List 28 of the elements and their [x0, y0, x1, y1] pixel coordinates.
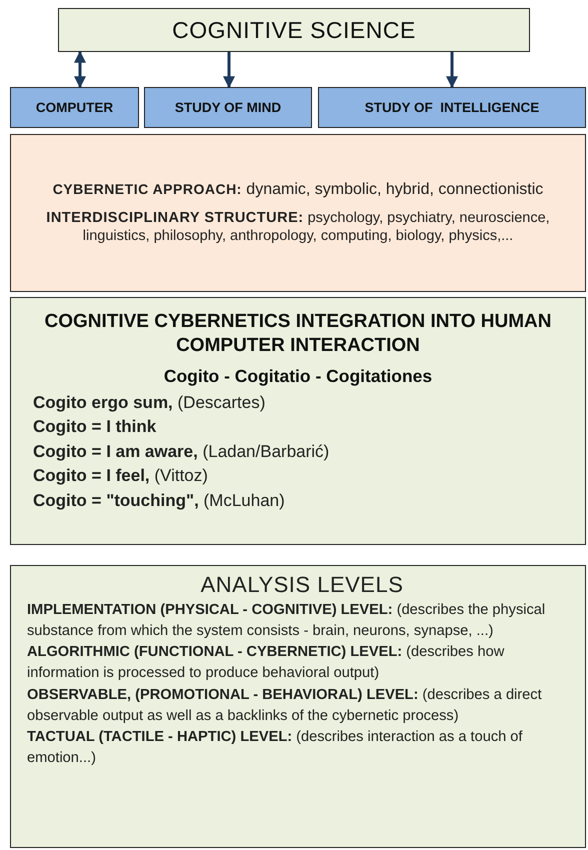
cogito-line: Cogito = "touching", (McLuhan)	[33, 490, 285, 512]
title-box	[58, 8, 530, 52]
arrow	[223, 52, 235, 88]
category-box	[318, 87, 586, 128]
arrow	[74, 50, 86, 88]
category-label: COMPUTER	[36, 100, 114, 115]
category-label: STUDY OF INTELLIGENCE	[364, 100, 540, 115]
cogito-line: Cogito ergo sum, (Descartes)	[33, 392, 266, 414]
subheading: Cogito - Cogitatio - Cogitationes	[164, 366, 432, 386]
level-description: ALGORITHMIC (FUNCTIONAL - CYBERNETIC) LEVEL: (describes how information is processed to produce behavioral output)	[27, 643, 506, 684]
content-panel	[10, 565, 586, 848]
content-panel	[10, 297, 586, 545]
approach-text: CYBERNETIC APPROACH: dynamic, symbolic, hybrid, connectionistic	[52, 180, 544, 200]
cogito-line: Cogito = I am aware, (Ladan/Barbarić)	[33, 440, 330, 463]
category-box	[144, 87, 312, 128]
cogito-line: Cogito = I think	[33, 416, 156, 438]
structure-text: INTERDISCIPLINARY STRUCTURE: psychology, psychiatry, neuroscience, linguistics, philosophy, anthropology, computing, biology, physics,...	[45, 209, 551, 246]
level-description: OBSERVABLE, (PROMOTIONAL - BEHAVIORAL) LEVEL: (describes a direct observable output as well as a backlinks of the cybernetic process)	[27, 686, 543, 726]
cogito-line: Cogito = I feel, (Vittoz)	[33, 465, 208, 488]
level-description: TACTUAL (TACTILE - HAPTIC) LEVEL: (describes interaction as a touch of emotion...)	[27, 728, 524, 768]
arrow	[446, 52, 458, 88]
title-text: COGNITIVE SCIENCE	[172, 16, 416, 44]
section-heading: COGNITIVE CYBERNETICS INTEGRATION INTO HUMAN COMPUTER INTERACTION	[43, 310, 553, 358]
category-label: STUDY OF MIND	[174, 100, 282, 115]
content-panel	[10, 134, 586, 292]
category-box	[10, 87, 139, 128]
level-description: IMPLEMENTATION (PHYSICAL - COGNITIVE) LEVEL: (describes the physical substance from which the system consists - brain, neurons, synapse, ...)	[27, 601, 546, 642]
section-heading: ANALYSIS LEVELS	[200, 572, 404, 598]
